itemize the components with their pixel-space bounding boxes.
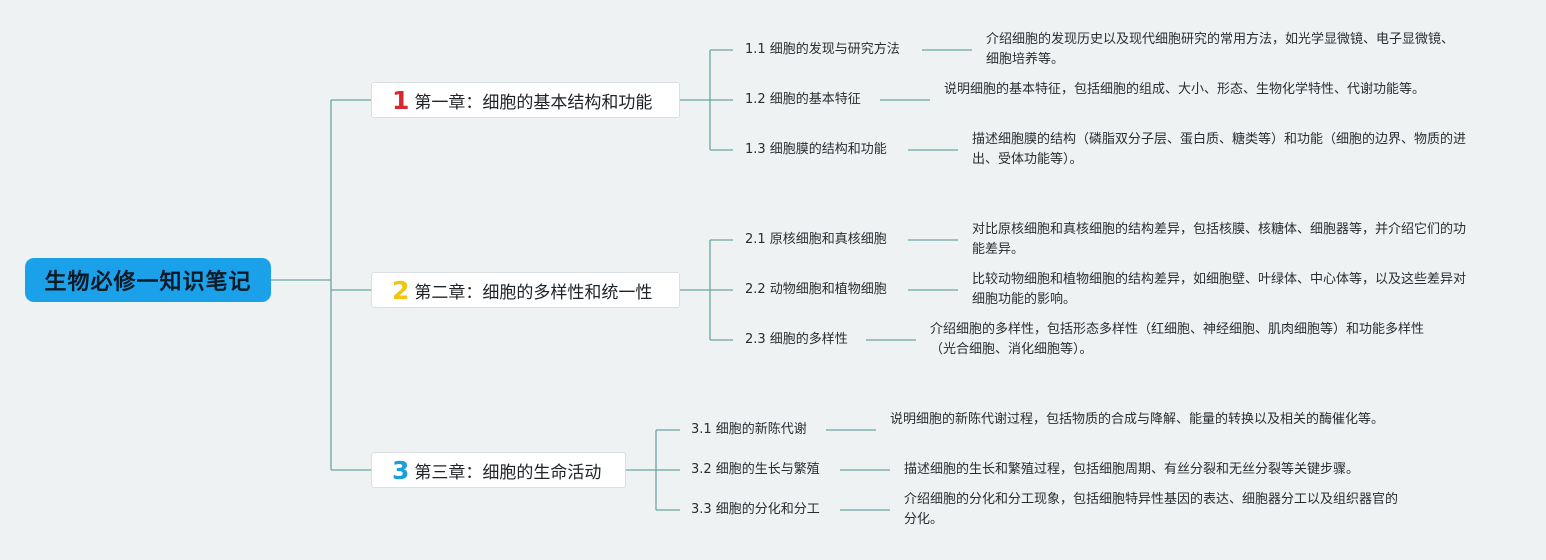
chapter-2-connector: [680, 239, 733, 341]
section-2-1[interactable]: 2.1 原核细胞和真核细胞: [745, 232, 887, 247]
root-connector: [271, 99, 371, 471]
section-3-3[interactable]: 3.3 细胞的分化和分工: [691, 502, 820, 517]
root-title: 生物必修一知识笔记: [44, 270, 252, 295]
section-1-2[interactable]: 1.2 细胞的基本特征: [745, 92, 861, 107]
section-2-2[interactable]: 2.2 动物细胞和植物细胞: [745, 282, 887, 297]
section-3-2-desc: 描述细胞的生长和繁殖过程，包括细胞周期、有丝分裂和无丝分裂等关键步骤。: [904, 462, 1360, 477]
section-1-3-desc: 描述细胞膜的结构（磷脂双分子层、蛋白质、糖类等）和功能（细胞的边界、物质的进出、…: [972, 132, 1467, 167]
section-3-1-desc: 说明细胞的新陈代谢过程，包括物质的合成与降解、能量的转换以及相关的酶催化等。: [890, 412, 1385, 427]
section-3-1[interactable]: 3.1 细胞的新陈代谢: [691, 422, 807, 437]
chapter-3-title: 第三章：细胞的生命活动: [414, 462, 602, 483]
root-node[interactable]: 生物必修一知识笔记: [25, 258, 271, 302]
chapter-3-node[interactable]: 3 第三章：细胞的生命活动: [371, 452, 626, 488]
chapter-2-number: 2: [392, 275, 410, 305]
chapter-3-number: 3: [392, 455, 410, 485]
chapter-2-node[interactable]: 2 第二章：细胞的多样性和统一性: [371, 272, 680, 308]
chapter-1-node[interactable]: 1 第一章：细胞的基本结构和功能: [371, 82, 680, 118]
chapter-1-connector: [680, 49, 733, 151]
section-1-2-desc: 说明细胞的基本特征，包括细胞的组成、大小、形态、生物化学特性、代谢功能等。: [944, 82, 1426, 97]
chapter-3-connector: [626, 429, 680, 511]
section-2-3-desc: 介绍细胞的多样性，包括形态多样性（红细胞、神经细胞、肌肉细胞等）和功能多样性（光…: [930, 322, 1425, 357]
section-1-1[interactable]: 1.1 细胞的发现与研究方法: [745, 42, 900, 57]
chapter-1-title: 第一章：细胞的基本结构和功能: [414, 92, 653, 113]
section-1-3[interactable]: 1.3 细胞膜的结构和功能: [745, 142, 887, 157]
section-2-3[interactable]: 2.3 细胞的多样性: [745, 332, 848, 347]
section-2-2-desc: 比较动物细胞和植物细胞的结构差异，如细胞壁、叶绿体、中心体等，以及这些差异对细胞…: [972, 272, 1467, 307]
section-3-2[interactable]: 3.2 细胞的生长与繁殖: [691, 462, 820, 477]
chapter-2-title: 第二章：细胞的多样性和统一性: [414, 282, 653, 303]
section-2-1-desc: 对比原核细胞和真核细胞的结构差异，包括核膜、核糖体、细胞器等，并介绍它们的功能差…: [972, 222, 1467, 257]
chapter-1-number: 1: [392, 85, 410, 115]
section-1-1-desc: 介绍细胞的发现历史以及现代细胞研究的常用方法，如光学显微镜、电子显微镜、细胞培养…: [986, 32, 1455, 67]
section-3-3-desc: 介绍细胞的分化和分工现象，包括细胞特异性基因的表达、细胞器分工以及组织器官的分化…: [904, 492, 1399, 527]
